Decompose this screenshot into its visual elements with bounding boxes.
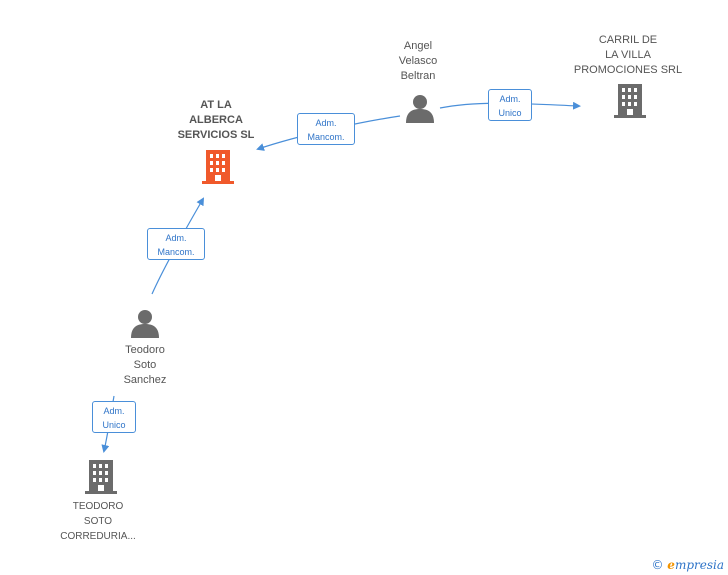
node-label-line: SOTO <box>83 516 113 527</box>
edge-label-line: Unico <box>498 108 522 118</box>
node-label-teodoro[interactable]: Teodoro Soto Sanchez <box>97 343 193 388</box>
node-label-line: LA VILLA <box>605 49 651 61</box>
node-label-line: Teodoro <box>125 344 165 356</box>
brand-initial: e <box>667 558 675 572</box>
node-label-carril[interactable]: CARRIL DE LA VILLA PROMOCIONES SRL <box>566 33 690 78</box>
node-label-line: Beltran <box>400 70 436 82</box>
building-icon[interactable] <box>202 150 234 184</box>
edge-label-line: Adm. <box>315 118 337 128</box>
node-label-alberca[interactable]: AT LA ALBERCA SERVICIOS SL <box>166 98 266 143</box>
copyright-icon: © <box>651 558 664 572</box>
edge-label-line: Mancom. <box>307 132 345 142</box>
edge-label-line: Adm. <box>499 94 521 104</box>
node-label-angel[interactable]: Angel Velasco Beltran <box>370 39 466 84</box>
node-label-line: Velasco <box>398 55 438 67</box>
person-icon[interactable] <box>130 308 160 338</box>
edge-label-line: Adm. <box>103 406 125 416</box>
node-label-line: ALBERCA <box>189 114 243 126</box>
node-label-line: Angel <box>403 40 433 52</box>
node-label-line: SERVICIOS SL <box>177 129 255 141</box>
node-label-line: AT LA <box>200 99 232 111</box>
edge-label-line: Adm. <box>165 233 187 243</box>
edge-label-line: Unico <box>102 420 126 430</box>
node-label-line: PROMOCIONES SRL <box>573 64 683 76</box>
edge-label-angel-alberca[interactable]: Adm. Mancom. <box>297 113 355 145</box>
node-label-correduria[interactable]: TEODORO SOTO CORREDURIA... <box>48 499 148 544</box>
brand-name: mpresia <box>674 558 724 572</box>
node-label-line: CORREDURIA... <box>60 531 136 542</box>
edge-label-line: Mancom. <box>157 247 195 257</box>
node-label-line: Sanchez <box>123 374 167 386</box>
edge-label-angel-carril[interactable]: Adm. Unico <box>488 89 532 121</box>
person-icon[interactable] <box>405 93 435 123</box>
edge-label-teodoro-alberca[interactable]: Adm. Mancom. <box>147 228 205 260</box>
edge-label-teodoro-correduria[interactable]: Adm. Unico <box>92 401 136 433</box>
node-label-line: Soto <box>133 359 157 371</box>
building-icon[interactable] <box>614 84 646 118</box>
node-label-line: TEODORO <box>72 501 124 512</box>
building-icon[interactable] <box>85 460 117 494</box>
brand-logo: © empresia <box>651 558 724 572</box>
node-label-line: CARRIL DE <box>598 34 658 46</box>
